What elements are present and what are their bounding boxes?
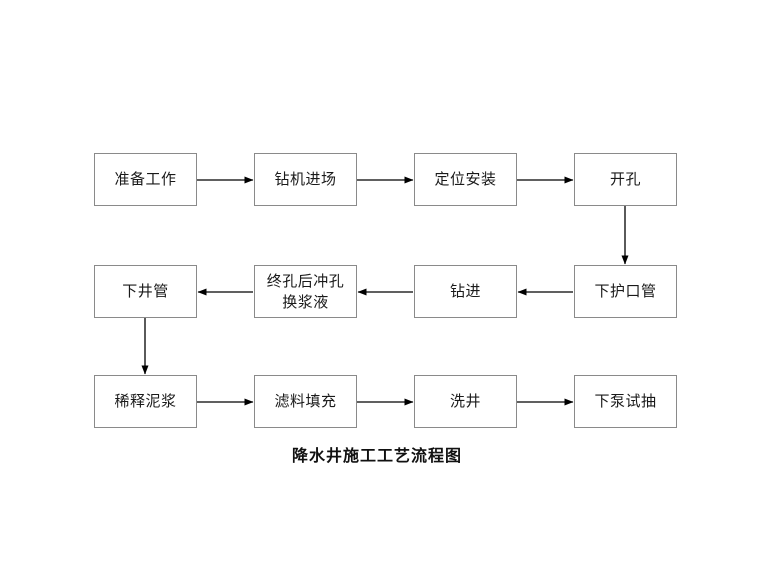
node-label: 稀释泥浆 — [114, 392, 177, 410]
diagram-caption-text: 降水井施工工艺流程图 — [291, 446, 462, 465]
node-pump-test[interactable]: 下泵试抽 — [574, 375, 677, 428]
node-open-hole[interactable]: 开孔 — [574, 153, 677, 206]
node-label: 洗井 — [449, 392, 481, 410]
node-label: 下井管 — [122, 282, 169, 300]
node-label: 准备工作 — [114, 170, 177, 188]
node-rig-entry[interactable]: 钻机进场 — [254, 153, 357, 206]
node-label: 下泵试抽 — [594, 392, 657, 410]
node-label: 下护口管 — [594, 282, 657, 300]
node-label: 钻机进场 — [274, 170, 337, 188]
node-label: 定位安装 — [434, 170, 497, 188]
node-final-hole-flush[interactable]: 终孔后冲孔 换浆液 — [254, 265, 357, 318]
node-drilling[interactable]: 钻进 — [414, 265, 517, 318]
node-label: 钻进 — [449, 282, 481, 300]
node-lower-well-pipe[interactable]: 下井管 — [94, 265, 197, 318]
node-filter-packing[interactable]: 滤料填充 — [254, 375, 357, 428]
node-lower-casing[interactable]: 下护口管 — [574, 265, 677, 318]
node-well-washing[interactable]: 洗井 — [414, 375, 517, 428]
node-label: 滤料填充 — [274, 392, 337, 410]
diagram-caption: 降水井施工工艺流程图 — [0, 442, 760, 466]
node-label: 开孔 — [609, 170, 641, 188]
node-dilute-slurry[interactable]: 稀释泥浆 — [94, 375, 197, 428]
node-positioning-install[interactable]: 定位安装 — [414, 153, 517, 206]
node-label: 终孔后冲孔 换浆液 — [266, 271, 345, 311]
node-prep-work[interactable]: 准备工作 — [94, 153, 197, 206]
